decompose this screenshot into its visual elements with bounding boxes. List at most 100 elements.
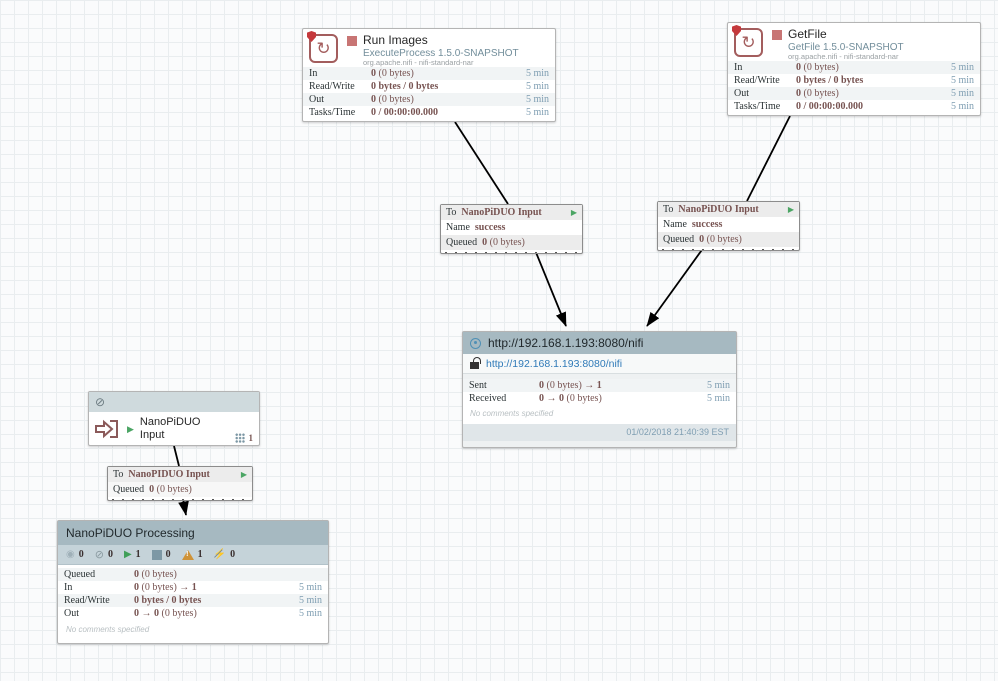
stat-value: 0 / 00:00:00.000 [796, 101, 863, 112]
restricted-shield-icon [732, 25, 741, 36]
process-group-title: NanoPiDUO Processing [66, 526, 195, 540]
stopped-status-icon [772, 30, 782, 40]
connection-destination: NanoPIDUO Input [128, 469, 210, 480]
processor-stats-table: In 0 (0 bytes) 5 min Read/Write 0 bytes … [303, 67, 555, 119]
stat-window: 5 min [706, 380, 730, 391]
stat-value: 0 (0 bytes) → 1 [539, 380, 602, 391]
stat-row: Read/Write 0 bytes / 0 bytes 5 min [728, 74, 980, 87]
queued-label: Queued [446, 237, 478, 248]
connection-path[interactable] [173, 445, 180, 467]
badge-count: 0 [230, 549, 236, 560]
port-name: NanoPiDUO Input [139, 416, 201, 441]
process-group-nanopiduo-processing[interactable]: NanoPiDUO Processing ◉ 0 ⊘ 0 ▶ 1 0 1 [57, 520, 329, 644]
cluster-grid-icon [234, 433, 245, 443]
input-port-nanopiduo[interactable]: ⊘ ▶ NanoPiDUO Input 1 [88, 391, 260, 446]
stat-row: Queued 0 (0 bytes) [58, 568, 328, 581]
port-body: ▶ NanoPiDUO Input 1 [89, 412, 259, 446]
stat-row: Out 0 (0 bytes) 5 min [303, 93, 555, 106]
stat-window: 5 min [950, 75, 974, 86]
queued-value: 0 (0 bytes) [482, 237, 525, 248]
processor-type: ExecuteProcess 1.5.0-SNAPSHOT [363, 47, 519, 59]
process-group-header: NanoPiDUO Processing [58, 521, 328, 545]
stat-label: In [734, 62, 743, 73]
stat-value: 0 (0 bytes) → 1 [134, 582, 197, 593]
last-refreshed-timestamp: 01/02/2018 21:40:39 EST [463, 424, 736, 441]
stat-label: Read/Write [734, 75, 780, 86]
stopped-badge: 0 [151, 549, 171, 560]
stat-label: In [309, 68, 318, 79]
process-group-status-bar: ◉ 0 ⊘ 0 ▶ 1 0 1 ⚡ 0 [58, 545, 328, 565]
queued-value: 0 (0 bytes) [699, 234, 742, 245]
connection-path[interactable] [178, 498, 189, 516]
queued-label: Queued [113, 484, 145, 495]
not-transmitting-badge: ⊘ 0 [95, 549, 113, 561]
relationship-value: success [691, 219, 723, 230]
queued-label: Queued [663, 234, 695, 245]
queued-value: 0 (0 bytes) [149, 484, 192, 495]
stat-window: 5 min [950, 88, 974, 99]
unlocked-icon [470, 357, 481, 369]
stat-value: 0 (0 bytes) [371, 94, 414, 105]
stat-value: 0 bytes / 0 bytes [371, 81, 439, 92]
processor-type: GetFile 1.5.0-SNAPSHOT [788, 41, 904, 53]
stat-window: 5 min [298, 582, 322, 593]
stat-value: 0 bytes / 0 bytes [134, 595, 202, 606]
stat-label: In [64, 582, 73, 593]
processor-name: GetFile [788, 27, 827, 41]
remote-target-url[interactable]: http://192.168.1.193:8080/nifi [486, 357, 623, 370]
stat-label: Queued [64, 569, 96, 580]
stat-value: 0 (0 bytes) [796, 88, 839, 99]
badge-count: 1 [135, 549, 141, 560]
stat-value: 0 (0 bytes) [371, 68, 414, 79]
connection-label-success-2[interactable]: To NanoPiDUO Input ▶ Name success Queued… [657, 201, 800, 251]
connection-to-label: To [113, 469, 124, 480]
connection-label-success-1[interactable]: To NanoPiDUO Input ▶ Name success Queued… [440, 204, 583, 254]
stat-label: Read/Write [64, 595, 110, 606]
stat-window: 5 min [525, 94, 549, 105]
stat-value: 0 bytes / 0 bytes [796, 75, 864, 86]
connection-queued-row: Queued 0 (0 bytes) [108, 482, 252, 497]
processor-bundle: org.apache.nifi - nifi-standard-nar [363, 58, 474, 68]
processor-icon: ↻ [307, 31, 338, 63]
remote-process-group[interactable]: http://192.168.1.193:8080/nifi http://19… [462, 331, 737, 448]
gear-refresh-glyph: ↻ [741, 33, 756, 52]
remote-group-url-row: http://192.168.1.193:8080/nifi [463, 354, 736, 374]
processor-bundle: org.apache.nifi - nifi-standard-nar [788, 52, 899, 62]
processor-run-images[interactable]: ↻ Run Images ExecuteProcess 1.5.0-SNAPSH… [302, 28, 556, 122]
label-tick-marks [108, 497, 252, 500]
comments-placeholder: No comments specified [463, 405, 736, 424]
badge-count: 1 [197, 549, 203, 560]
stat-window: 5 min [706, 393, 730, 404]
connection-path[interactable] [454, 121, 509, 205]
badge-count: 0 [107, 549, 113, 560]
stat-window: 5 min [950, 62, 974, 73]
processor-stats-table: In 0 (0 bytes) 5 min Read/Write 0 bytes … [728, 61, 980, 113]
stat-row: Out 0 (0 bytes) 5 min [728, 87, 980, 100]
stat-label: Tasks/Time [734, 101, 781, 112]
comments-placeholder: No comments specified [66, 625, 150, 634]
gear-refresh-glyph: ↻ [316, 39, 331, 58]
processor-name: Run Images [363, 33, 428, 47]
stat-value: 0 (0 bytes) [134, 569, 177, 580]
connection-path[interactable] [534, 249, 567, 327]
connection-queued-row: Queued 0 (0 bytes) [658, 232, 799, 247]
stat-value: 0 / 00:00:00.000 [371, 107, 438, 118]
transmission-disabled-icon: ⊘ [95, 395, 106, 409]
connection-path[interactable] [746, 115, 791, 202]
processor-header: ↻ GetFile GetFile 1.5.0-SNAPSHOT org.apa… [728, 23, 980, 61]
remote-stats-table: Sent 0 (0 bytes) → 1 5 min Received 0 → … [463, 379, 736, 405]
badge-count: 0 [165, 549, 171, 560]
processor-getfile[interactable]: ↻ GetFile GetFile 1.5.0-SNAPSHOT org.apa… [727, 22, 981, 116]
stat-row: Read/Write 0 bytes / 0 bytes 5 min [58, 594, 328, 607]
relationship-label: Name [446, 222, 470, 233]
disabled-bolt-icon: ⚡ [213, 549, 227, 560]
connection-path[interactable] [646, 246, 705, 327]
transmitting-icon: ◉ [66, 548, 75, 560]
stat-value: 0 (0 bytes) [796, 62, 839, 73]
play-icon: ▶ [240, 470, 247, 479]
stat-value: 0 → 0 (0 bytes) [134, 608, 197, 619]
transmitting-badge: ◉ 0 [66, 549, 84, 560]
connection-label-to-processing[interactable]: To NanoPIDUO Input ▶ Queued 0 (0 bytes) [107, 466, 253, 501]
